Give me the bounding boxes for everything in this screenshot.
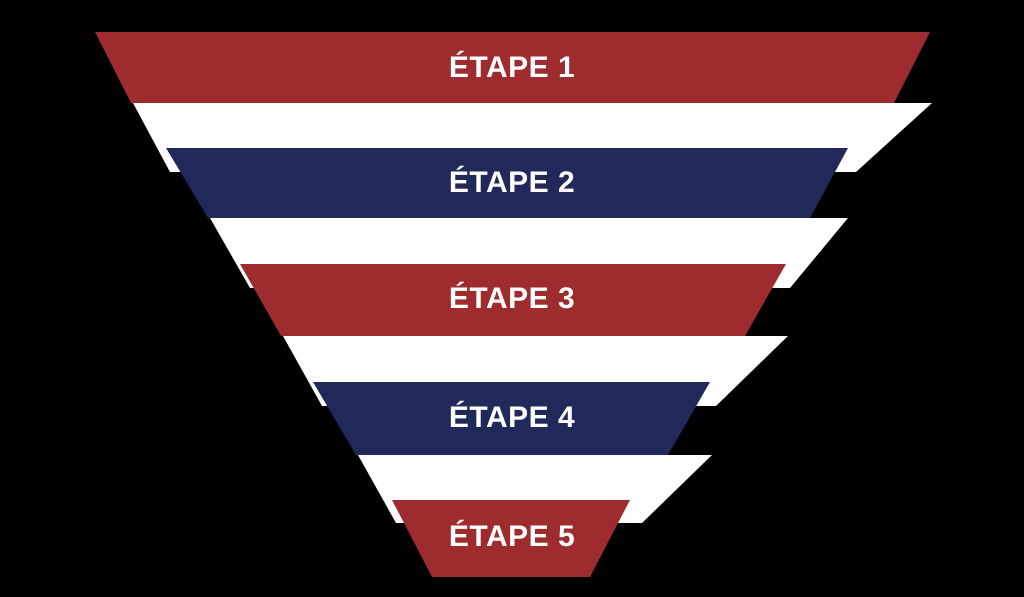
funnel-stage-shape-1[interactable]: [95, 32, 930, 103]
funnel-stage-label-4: ÉTAPE 4: [449, 400, 575, 434]
funnel-stage-label-2: ÉTAPE 2: [449, 165, 575, 199]
funnel-stage-shape-2[interactable]: [166, 148, 848, 218]
funnel-stage-shape-3[interactable]: [240, 264, 786, 336]
funnel-stage-label-3: ÉTAPE 3: [449, 281, 575, 315]
funnel-stage-3[interactable]: ÉTAPE 3: [240, 264, 786, 336]
funnel-stage-4[interactable]: ÉTAPE 4: [313, 382, 710, 455]
funnel-stage-shape-5[interactable]: [392, 500, 630, 577]
funnel-stage-2[interactable]: ÉTAPE 2: [166, 148, 848, 218]
funnel-stage-1[interactable]: ÉTAPE 1: [95, 32, 930, 103]
funnel-stage-shape-4[interactable]: [313, 382, 710, 455]
funnel-band-layer: ÉTAPE 1 ÉTAPE 2 ÉTAPE 3 ÉTAPE 4 ÉTAPE 5: [95, 32, 930, 577]
funnel-stage-5[interactable]: ÉTAPE 5: [392, 500, 630, 577]
funnel-stage-label-5: ÉTAPE 5: [449, 519, 575, 553]
funnel-stage-label-1: ÉTAPE 1: [449, 50, 575, 84]
